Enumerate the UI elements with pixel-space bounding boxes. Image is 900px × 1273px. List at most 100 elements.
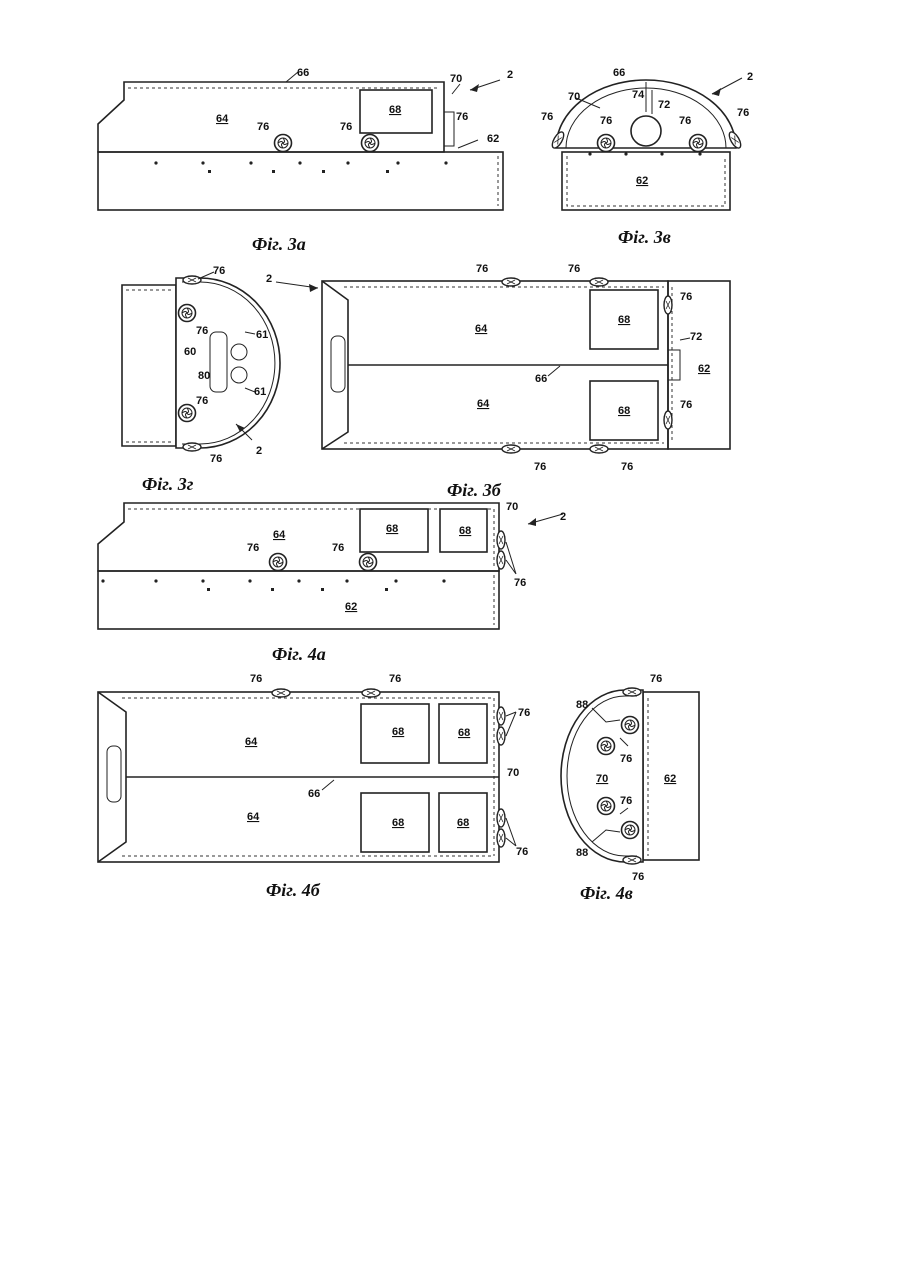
ref-2: 2 [507,69,513,81]
clip-icon [623,688,641,696]
clip-icon [502,278,520,286]
ref-2: 2 [747,71,753,83]
ref-76: 76 [620,795,632,807]
fastener-icon [598,135,615,152]
clip-icon [272,689,290,697]
ref-66: 66 [613,67,625,79]
ref-62: 62 [636,175,648,187]
clip-icon [664,296,672,314]
ref-76: 76 [257,121,269,133]
ref-64: 64 [216,113,229,125]
ref-76: 76 [516,846,528,858]
figure-3b: 2 76 76 76 76 76 76 64 64 68 68 66 72 62… [266,263,730,500]
ref-68: 68 [618,405,630,417]
caption-fig-4b: Фіг. 4б [266,880,321,900]
fastener-icon [362,135,379,152]
ref-72: 72 [690,331,702,343]
ref-70: 70 [568,91,580,103]
ref-88: 88 [576,699,588,711]
ref-76: 76 [650,673,662,685]
clip-icon [502,445,520,453]
clip-icon [497,551,505,569]
clip-icon [497,531,505,549]
ref-64: 64 [475,323,488,335]
ref-76: 76 [476,263,488,275]
ref-76: 76 [213,265,225,277]
ref-64: 64 [247,811,260,823]
ref-68: 68 [459,525,471,537]
ref-2: 2 [560,511,566,523]
fastener-icon [622,717,639,734]
ref-76: 76 [196,395,208,407]
ref-76: 76 [568,263,580,275]
ref-62: 62 [664,773,676,785]
figure-3v: 66 70 74 72 2 76 76 76 76 62 Фіг. 3в [541,67,753,247]
figure-4v: 76 88 76 70 62 76 88 76 Фіг. 4в [561,673,699,903]
fastener-icon [598,738,615,755]
clip-icon [590,278,608,286]
clip-icon [590,445,608,453]
ref-76: 76 [737,107,749,119]
ref-68: 68 [618,314,630,326]
ref-76: 76 [210,453,222,465]
ref-70: 70 [507,767,519,779]
ref-61: 61 [256,329,268,341]
ref-68: 68 [386,523,398,535]
ref-70: 70 [596,773,608,785]
ref-62: 62 [698,363,710,375]
ref-64: 64 [245,736,258,748]
ref-61: 61 [254,386,266,398]
ref-76: 76 [620,753,632,765]
fastener-icon [275,135,292,152]
clip-icon [362,689,380,697]
ref-76: 76 [600,115,612,127]
ref-2: 2 [266,273,272,285]
ref-70: 70 [506,501,518,513]
ref-60: 60 [184,346,196,358]
ref-76: 76 [332,542,344,554]
ref-68: 68 [392,817,404,829]
clip-icon [497,809,505,827]
ref-66: 66 [535,373,547,385]
ref-68: 68 [458,727,470,739]
ref-76: 76 [514,577,526,589]
caption-fig-3b: Фіг. 3б [447,480,502,500]
caption-fig-4v: Фіг. 4в [580,883,633,903]
ref-64: 64 [273,529,286,541]
ref-62: 62 [487,133,499,145]
ref-76: 76 [621,461,633,473]
figure-4b: 76 76 76 76 70 64 64 68 68 68 68 66 Фіг.… [98,673,530,900]
ref-72: 72 [658,99,670,111]
ref-76: 76 [389,673,401,685]
ref-76: 76 [250,673,262,685]
ref-70: 70 [450,73,462,85]
caption-fig-3v: Фіг. 3в [618,227,671,247]
ref-76: 76 [518,707,530,719]
ref-66: 66 [308,788,320,800]
clip-icon [497,707,505,725]
clip-icon [497,727,505,745]
ref-76: 76 [456,111,468,123]
fastener-icon [690,135,707,152]
fastener-icon [179,305,196,322]
caption-fig-4a: Фіг. 4а [272,644,326,664]
ref-76: 76 [196,325,208,337]
ref-76: 76 [534,461,546,473]
ref-68: 68 [457,817,469,829]
ref-76: 76 [679,115,691,127]
figure-3a: 66 70 2 64 68 76 76 76 62 Фіг. 3а [98,67,513,254]
ref-76: 76 [340,121,352,133]
ref-2: 2 [256,445,262,457]
clip-icon [183,276,201,284]
fastener-icon [270,554,287,571]
ref-68: 68 [392,726,404,738]
ref-64: 64 [477,398,490,410]
figure-3g: 76 76 76 76 60 80 61 61 2 Фіг. 3г [122,265,280,494]
fastener-icon [622,822,639,839]
clip-icon [664,411,672,429]
figure-4a: 70 2 64 68 68 76 76 76 62 Фіг. 4а [98,501,566,664]
ref-88: 88 [576,847,588,859]
ref-68: 68 [389,104,401,116]
ref-76: 76 [680,399,692,411]
